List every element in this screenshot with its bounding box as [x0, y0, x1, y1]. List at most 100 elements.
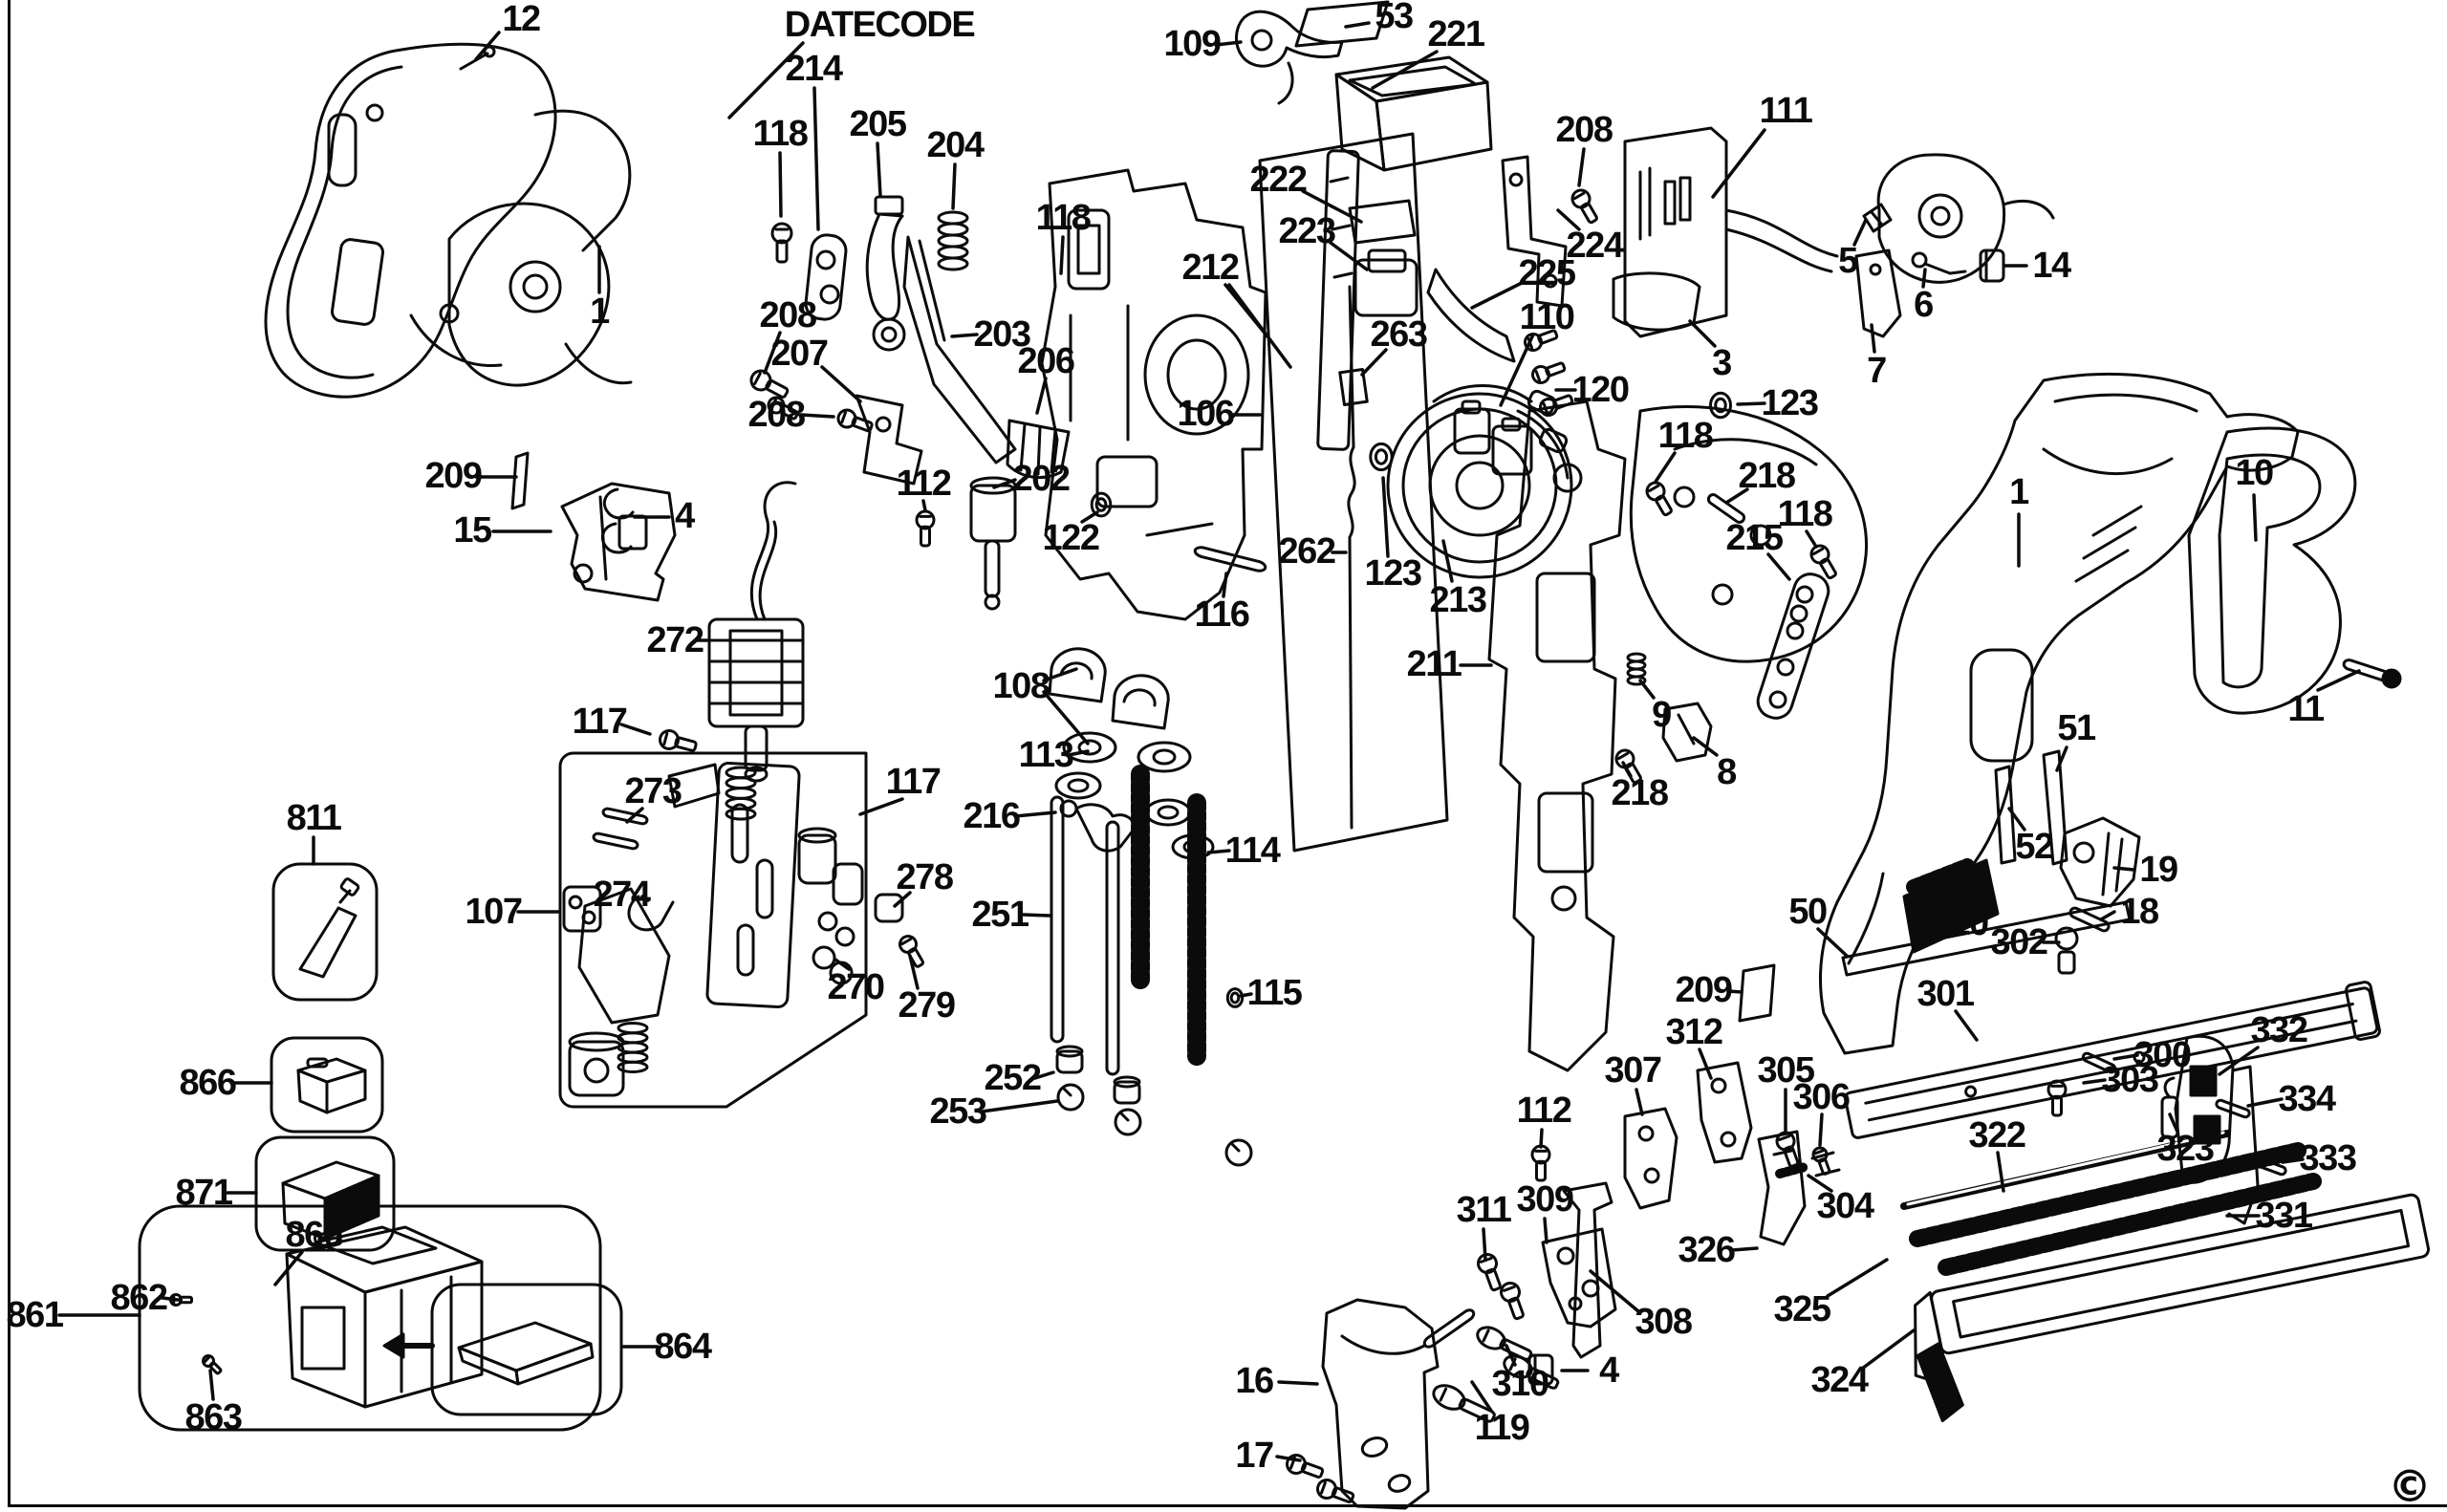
- leader-line-11: [2318, 671, 2359, 690]
- part-label-52: 52: [2015, 827, 2054, 867]
- leader-line-212: [1229, 285, 1290, 367]
- part-label-332: 332: [2250, 1010, 2308, 1050]
- leader-line-17: [1277, 1457, 1300, 1460]
- part-label-208: 208: [747, 395, 806, 435]
- leader-line-214: [814, 88, 818, 229]
- leader-line-111: [1713, 130, 1765, 197]
- leader-line-6: [1923, 270, 1925, 287]
- part-label-112: 112: [896, 464, 952, 504]
- part-end-plate-332-331: [2176, 1036, 2258, 1223]
- part-plate-214: [804, 233, 847, 320]
- leader-line-108: [1044, 692, 1088, 744]
- leader-line-303: [2084, 1080, 2105, 1083]
- part-label-202: 202: [1012, 459, 1071, 499]
- part-label-323: 323: [2156, 1129, 2215, 1169]
- leader-line-324: [1862, 1330, 1914, 1369]
- part-label-20: 20: [1950, 903, 1989, 943]
- leader-line-7: [1872, 325, 1874, 352]
- leader-line-224: [1558, 210, 1579, 229]
- part-label-115: 115: [1246, 973, 1303, 1013]
- part-clip-323: [2162, 1078, 2177, 1137]
- part-label-215: 215: [1725, 518, 1784, 558]
- part-washers-252: [1057, 1047, 1139, 1103]
- part-armature-202: [971, 478, 1015, 609]
- leader-line-123: [1738, 403, 1765, 404]
- part-label-213: 213: [1429, 580, 1487, 620]
- part-label-6: 6: [1914, 285, 1934, 325]
- leader-line-9: [1640, 680, 1654, 698]
- part-spring-20: [1914, 866, 1967, 887]
- part-label-306: 306: [1792, 1077, 1851, 1117]
- part-nose-cover-16: [1323, 1300, 1476, 1508]
- part-clip-14: [1981, 250, 2003, 281]
- leader-line-310: [1506, 1346, 1515, 1365]
- leader-line-221: [1373, 52, 1437, 88]
- leader-line-862: [162, 1298, 178, 1300]
- part-label-307: 307: [1604, 1050, 1662, 1091]
- part-bracket-8: [1663, 703, 1711, 761]
- part-latch-19: [2061, 818, 2139, 906]
- part-label-106: 106: [1177, 394, 1235, 434]
- part-label-116: 116: [1194, 594, 1250, 635]
- leader-line-253: [982, 1101, 1057, 1112]
- part-label-119: 119: [1474, 1408, 1530, 1448]
- part-clip-5: [1864, 205, 1891, 231]
- part-label-8: 8: [1717, 752, 1737, 792]
- leader-line-312: [1700, 1049, 1711, 1078]
- part-label-305: 305: [1757, 1050, 1815, 1091]
- part-pad-222: [1350, 201, 1415, 243]
- part-nut-302: [2056, 928, 2077, 973]
- leader-line-206: [1037, 378, 1046, 413]
- part-cup-223: [1355, 250, 1417, 315]
- leader-line-323: [2170, 1114, 2177, 1132]
- part-label-211: 211: [1406, 644, 1462, 684]
- leader-line-18: [2101, 912, 2114, 919]
- part-label-108: 108: [992, 666, 1050, 706]
- part-label-861: 861: [6, 1295, 64, 1335]
- leader-line-301: [1956, 1011, 1977, 1040]
- part-link-215: [1754, 570, 1832, 722]
- part-crank-6: [1913, 253, 1965, 273]
- part-label-117: 117: [572, 702, 628, 742]
- leader-line-263: [1362, 350, 1386, 375]
- part-link-203: [904, 237, 1015, 463]
- leader-line-16: [1279, 1382, 1317, 1384]
- leader-line-114: [1208, 851, 1229, 853]
- part-label-300: 300: [2133, 1035, 2192, 1075]
- part-label-862: 862: [110, 1278, 168, 1318]
- part-bracket-326: [1759, 1132, 1805, 1244]
- leader-line-225: [1472, 283, 1522, 308]
- part-cap-4b: [1529, 1355, 1552, 1384]
- part-frame-106: [1042, 170, 1266, 619]
- leader-line-218: [1623, 763, 1631, 776]
- part-label-203: 203: [973, 314, 1031, 355]
- part-lever-205: [867, 197, 904, 350]
- leader-line-118: [1656, 453, 1675, 482]
- box-battery-866: [271, 1038, 382, 1132]
- part-rail-324: [1900, 1194, 2443, 1424]
- part-label-109: 109: [1163, 24, 1222, 64]
- leader-line-278: [895, 893, 910, 906]
- leader-line-334: [2248, 1099, 2282, 1106]
- part-label-225: 225: [1518, 253, 1576, 293]
- leader-line-109: [1216, 42, 1241, 45]
- part-label-209: 209: [424, 456, 483, 496]
- leader-line-273: [627, 809, 642, 822]
- part-label-811: 811: [286, 798, 342, 838]
- leader-line-12: [476, 32, 499, 59]
- box-kitbox-861: [140, 1206, 600, 1430]
- part-label-205: 205: [849, 104, 907, 144]
- part-label-310: 310: [1491, 1364, 1549, 1404]
- part-label-123: 123: [1761, 383, 1819, 423]
- part-carrier-211: [1489, 401, 1625, 1070]
- leader-line-116: [1224, 573, 1226, 596]
- part-spring-325a: [1917, 1151, 2298, 1239]
- page-border-left: [8, 0, 11, 1507]
- part-side-plate: [1631, 407, 1866, 662]
- leader-line-326: [1732, 1248, 1757, 1250]
- part-label-212: 212: [1181, 248, 1240, 288]
- part-label-3: 3: [1712, 343, 1732, 383]
- part-label-11: 11: [2287, 689, 2325, 729]
- part-label-301: 301: [1916, 974, 1975, 1014]
- part-label-15: 15: [453, 510, 492, 551]
